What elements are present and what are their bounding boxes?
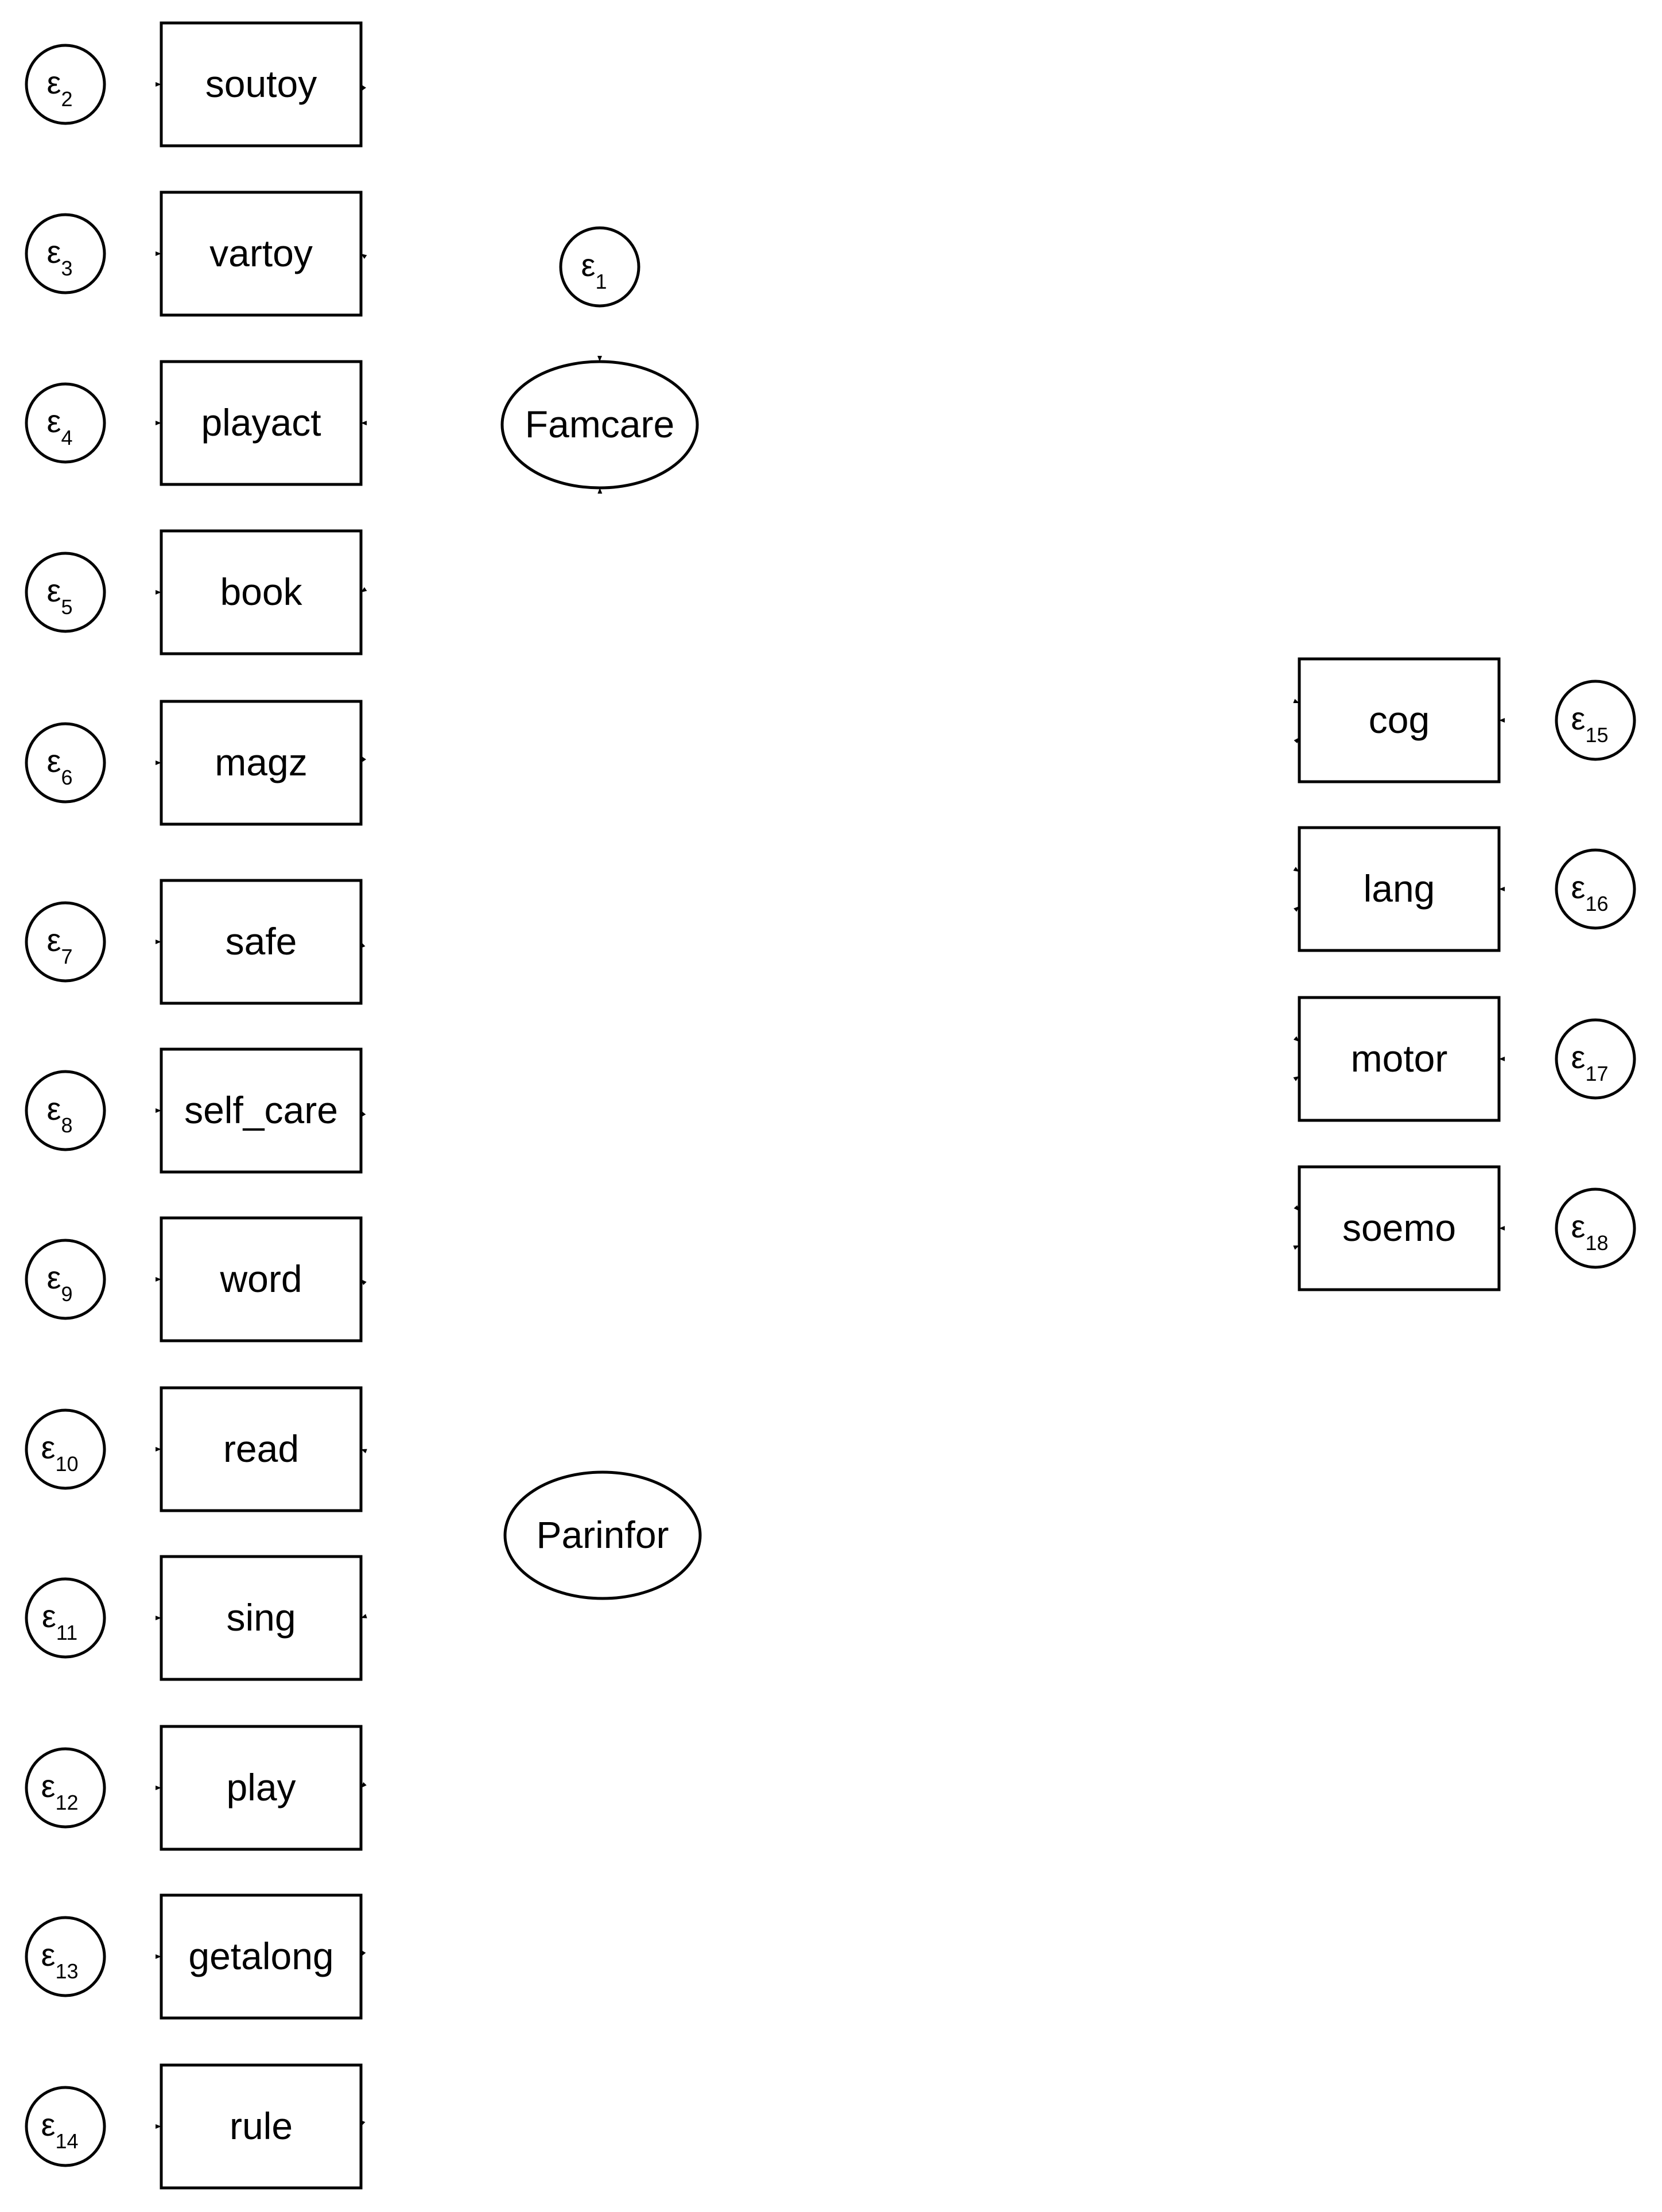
error-term-self_care: ε8 (25, 1070, 106, 1151)
path-famcare-to-playact (361, 421, 367, 426)
error-term-read: ε10 (25, 1408, 106, 1490)
path-famcare-to-soemo (1294, 1205, 1299, 1211)
observed-label: vartoy (209, 232, 313, 274)
error-term-sing: ε11 (25, 1577, 106, 1659)
path-famcare-to-vartoy (361, 254, 367, 259)
path-parinfor-to-soemo (1293, 1245, 1299, 1250)
error-term-soutoy: ε2 (25, 44, 106, 125)
error-label: ε10 (41, 1429, 78, 1476)
observed-word: word (160, 1216, 363, 1342)
error-term-getalong: ε13 (25, 1916, 106, 1997)
path-parinfor-to-rule (361, 2120, 366, 2126)
path-parinfor-to-famcare (597, 487, 603, 494)
observed-label: sing (226, 1596, 296, 1639)
error-label: ε17 (1571, 1039, 1608, 1085)
observed-self_care: self_care (160, 1047, 363, 1174)
path-parinfor-to-getalong (361, 1950, 366, 1957)
path-parinfor-to-sing (361, 1613, 367, 1619)
error-term-lang: ε16 (1555, 848, 1636, 930)
observed-play: play (160, 1725, 363, 1851)
latent-label: Parinfor (536, 1514, 669, 1556)
observed-label: playact (201, 401, 321, 444)
error-term-word: ε9 (25, 1239, 106, 1320)
path-parinfor-to-self_care (361, 1111, 366, 1117)
observed-rule: rule (160, 2063, 363, 2190)
error-label: ε6 (47, 743, 73, 789)
error-label: ε2 (47, 64, 73, 111)
path-parinfor-to-lang (1293, 906, 1299, 912)
observed-safe: safe (160, 879, 363, 1005)
observed-read: read (160, 1386, 363, 1512)
observed-label: play (226, 1766, 296, 1809)
error-label: ε16 (1571, 869, 1608, 915)
observed-label: cog (1369, 698, 1430, 741)
observed-label: magz (215, 741, 307, 783)
observed-label: safe (226, 920, 297, 963)
observed-label: self_care (184, 1089, 338, 1131)
observed-label: word (219, 1258, 302, 1300)
observed-lang: lang (1298, 826, 1501, 952)
path-parinfor-to-read (361, 1449, 367, 1454)
error-label: ε8 (47, 1091, 73, 1137)
observed-label: read (223, 1427, 299, 1470)
observed-soutoy: soutoy (160, 21, 363, 148)
observed-sing: sing (160, 1555, 363, 1681)
path-parinfor-to-play (361, 1782, 367, 1788)
latent-label: Famcare (525, 403, 674, 445)
observed-vartoy: vartoy (160, 191, 363, 317)
error-term-magz: ε6 (25, 722, 106, 804)
observed-motor: motor (1298, 996, 1501, 1122)
path-famcare-to-magz (361, 756, 367, 763)
error-label: ε12 (41, 1768, 78, 1814)
error-term-soemo: ε18 (1555, 1188, 1636, 1269)
error-label: ε11 (42, 1598, 77, 1644)
error-label: ε7 (47, 922, 73, 968)
error-term-safe: ε7 (25, 901, 106, 983)
latent-parinfor: Parinfor (503, 1470, 702, 1600)
path-famcare-to-motor (1293, 1036, 1299, 1042)
observed-label: lang (1364, 867, 1435, 910)
observed-magz: magz (160, 700, 363, 826)
observed-label: soutoy (205, 63, 317, 105)
observed-label: motor (1351, 1037, 1448, 1080)
path-famcare-to-cog (1293, 698, 1299, 704)
error-label: ε15 (1571, 700, 1608, 747)
error-label: ε3 (47, 234, 73, 280)
observed-soemo: soemo (1298, 1165, 1501, 1291)
error-label: ε9 (47, 1259, 73, 1306)
error-term-famcare: ε1 (559, 226, 640, 308)
path-parinfor-to-motor (1293, 1076, 1299, 1081)
error-term-rule: ε14 (25, 2086, 106, 2167)
error-term-motor: ε17 (1555, 1018, 1636, 1100)
error-term-vartoy: ε3 (25, 213, 106, 294)
observed-cog: cog (1298, 657, 1501, 783)
observed-getalong: getalong (160, 1893, 363, 2020)
error-term-playact: ε4 (25, 382, 106, 464)
error-label: ε5 (47, 572, 73, 619)
path-famcare-to-soutoy (361, 84, 367, 91)
error-label: ε18 (1571, 1208, 1608, 1255)
error-term-cog: ε15 (1555, 680, 1636, 761)
path-famcare-to-lang (1293, 867, 1299, 872)
observed-label: book (220, 571, 302, 613)
error-label: ε13 (41, 1937, 78, 1983)
path-famcare-to-book (361, 587, 367, 592)
observed-book: book (160, 529, 363, 655)
observed-playact: playact (160, 360, 363, 486)
path-parinfor-to-cog (1294, 738, 1299, 744)
error-label: ε1 (581, 247, 607, 293)
path-parinfor-to-word (361, 1279, 367, 1286)
error-label: ε4 (47, 403, 73, 449)
observed-label: getalong (188, 1935, 333, 1977)
error-term-book: ε5 (25, 552, 106, 633)
latent-famcare: Famcare (500, 360, 699, 490)
observed-label: soemo (1342, 1206, 1456, 1249)
observed-label: rule (230, 2105, 293, 2147)
path-parinfor-to-safe (361, 942, 366, 948)
error-label: ε14 (41, 2106, 78, 2153)
error-term-play: ε12 (25, 1747, 106, 1829)
